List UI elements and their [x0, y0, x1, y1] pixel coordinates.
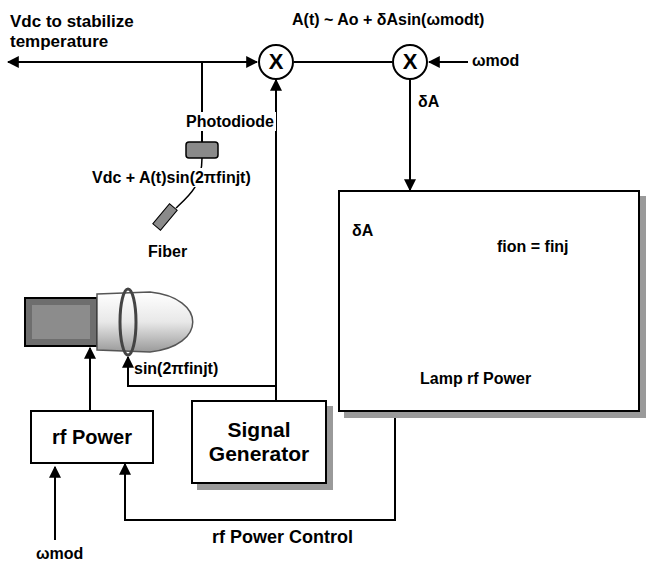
- part-name: Photodiode: [184, 112, 276, 131]
- signal-formula: sin(2πfinjt): [134, 359, 218, 378]
- mod-frequency: ωmod: [472, 51, 519, 70]
- mixer-symbol: X: [403, 49, 418, 74]
- node-text: fion = finj: [497, 238, 569, 256]
- photodiode-symbol: [186, 142, 218, 158]
- signal-connector: [294, 61, 392, 63]
- excitation-coil: [120, 289, 136, 355]
- part-name: Fiber: [148, 242, 187, 261]
- fiber-tip: [153, 204, 177, 230]
- mixer: X: [392, 44, 428, 80]
- mod-reference-wire: [429, 61, 468, 63]
- lamp-bulb: [97, 292, 193, 352]
- lamp-housing-face: [32, 305, 90, 339]
- control-label: rf Power Control: [212, 527, 353, 549]
- signal-name: δA: [418, 92, 439, 111]
- injection-wire: [128, 357, 276, 386]
- mod-frequency: ωmod: [36, 544, 83, 563]
- mixer-symbol: X: [269, 49, 284, 74]
- node-text: rf Power: [52, 426, 132, 449]
- mod-input-wire: [54, 467, 56, 540]
- signal-generator-box: Signal Generator: [191, 400, 327, 484]
- lamp-housing: [25, 298, 97, 346]
- vdc-wire: [8, 61, 257, 63]
- node-text: Lamp rf Power: [420, 370, 531, 388]
- signal-connector: [409, 80, 411, 190]
- rf-power-box: rf Power: [30, 410, 154, 464]
- node-text: δA: [352, 222, 373, 240]
- node-text: Signal Generator: [203, 418, 315, 466]
- error-signal-panel: δA fion = finjLamp rf Power: [338, 190, 640, 412]
- temperature-note: Vdc to stabilize temperature: [10, 12, 190, 53]
- rf-drive-wire: [89, 348, 91, 410]
- mixer: X: [258, 44, 294, 80]
- signal-formula: Vdc + A(t)sin(2πfinjt): [90, 168, 253, 187]
- signal-formula: A(t) ~ Ao + δAsin(ωmodt): [292, 10, 484, 29]
